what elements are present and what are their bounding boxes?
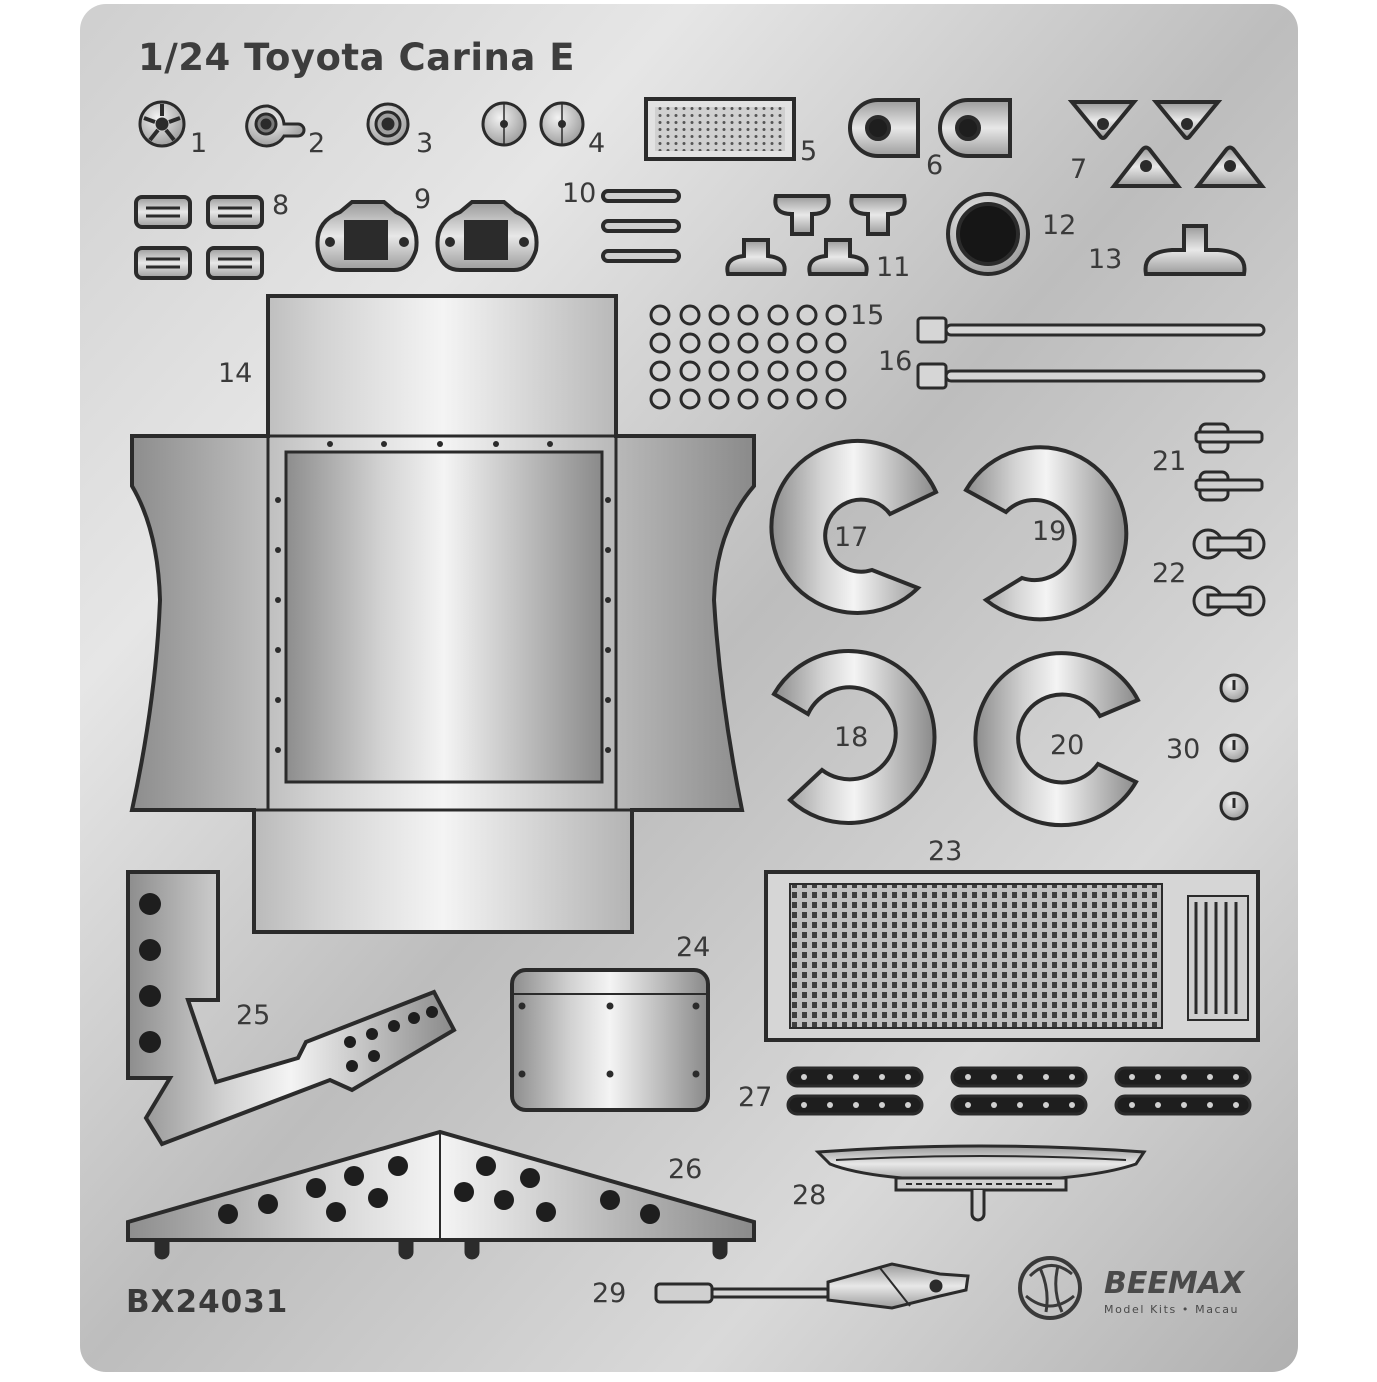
part-24 xyxy=(510,968,710,1112)
part-label-15: 15 xyxy=(850,300,885,331)
part-label-30: 30 xyxy=(1166,734,1201,765)
part-4 xyxy=(481,101,585,147)
part-3 xyxy=(366,102,410,146)
part-label-3: 3 xyxy=(416,128,434,159)
part-label-11: 11 xyxy=(876,252,911,283)
part-label-26: 26 xyxy=(668,1154,703,1185)
brand-tagline: Model Kits • Macau xyxy=(1104,1303,1240,1316)
part-label-2: 2 xyxy=(308,128,326,159)
part-label-21: 21 xyxy=(1152,446,1187,477)
beemax-logo-icon xyxy=(1018,1256,1082,1320)
part-label-12: 12 xyxy=(1042,210,1077,241)
part-label-28: 28 xyxy=(792,1180,827,1211)
part-8 xyxy=(134,195,264,280)
part-label-9: 9 xyxy=(414,184,432,215)
part-28 xyxy=(814,1144,1147,1222)
sheet-title: 1/24 Toyota Carina E xyxy=(138,36,575,79)
part-21 xyxy=(1194,422,1264,502)
part-label-7: 7 xyxy=(1070,154,1088,185)
part-29 xyxy=(654,1262,970,1310)
part-22 xyxy=(1192,528,1266,617)
part-25 xyxy=(126,870,457,1147)
part-label-10: 10 xyxy=(562,178,597,209)
part-6 xyxy=(848,98,1012,158)
part-label-1: 1 xyxy=(190,128,208,159)
part-23 xyxy=(764,870,1260,1042)
part-label-6: 6 xyxy=(926,150,944,181)
part-label-8: 8 xyxy=(272,190,290,221)
part-label-23: 23 xyxy=(928,836,963,867)
part-12 xyxy=(946,192,1030,276)
part-9 xyxy=(315,200,539,272)
brand-name: BEEMAX xyxy=(1104,1266,1245,1301)
part-15 xyxy=(649,304,847,410)
part-label-25: 25 xyxy=(236,1000,271,1031)
part-label-17: 17 xyxy=(834,522,869,553)
part-label-24: 24 xyxy=(676,932,711,963)
part-27 xyxy=(786,1066,1252,1116)
part-1 xyxy=(138,100,186,148)
part-label-29: 29 xyxy=(592,1278,627,1309)
part-14 xyxy=(129,294,756,934)
part-19 xyxy=(963,445,1129,622)
part-label-22: 22 xyxy=(1152,558,1187,589)
part-17 xyxy=(769,438,939,615)
part-label-5: 5 xyxy=(800,136,818,167)
part-2 xyxy=(245,104,306,148)
part-label-27: 27 xyxy=(738,1082,773,1113)
part-label-16: 16 xyxy=(878,346,913,377)
part-label-19: 19 xyxy=(1032,516,1067,547)
part-18 xyxy=(771,649,937,825)
part-label-18: 18 xyxy=(834,722,869,753)
part-5 xyxy=(644,97,796,161)
part-label-4: 4 xyxy=(588,128,606,159)
part-16 xyxy=(916,316,1266,390)
part-11 xyxy=(725,194,907,276)
part-13 xyxy=(1143,224,1247,276)
part-7 xyxy=(1067,100,1267,188)
product-code: BX24031 xyxy=(126,1284,289,1320)
part-26 xyxy=(126,1129,756,1260)
part-10 xyxy=(601,189,681,263)
part-20 xyxy=(973,651,1141,828)
part-label-14: 14 xyxy=(218,358,253,389)
part-label-13: 13 xyxy=(1088,244,1123,275)
part-30 xyxy=(1219,673,1249,821)
part-label-20: 20 xyxy=(1050,730,1085,761)
